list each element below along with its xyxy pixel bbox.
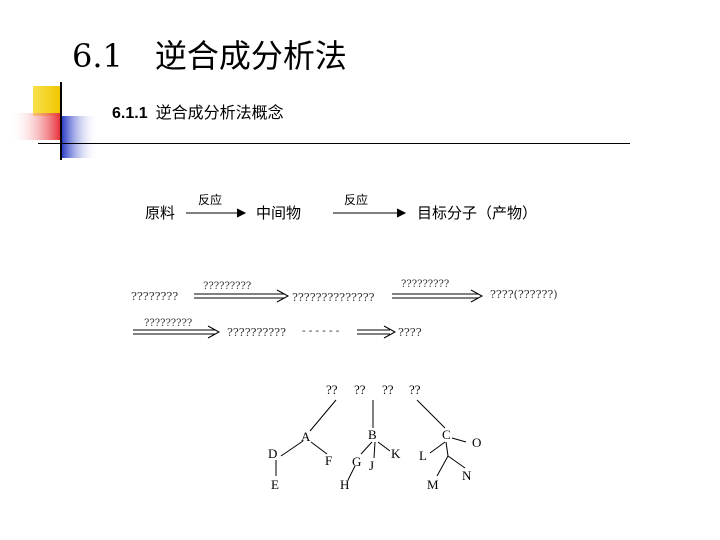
tree-node-n: N <box>462 468 472 483</box>
tree-node-k: K <box>391 446 401 461</box>
tree-node-d: D <box>268 446 278 461</box>
tree-node-e: E <box>271 477 279 492</box>
yellow-square <box>33 86 61 116</box>
slide-subtitle: 6.1.1 逆合成分析法概念 <box>112 105 284 122</box>
scheme-arrow-2 <box>333 208 407 218</box>
tree-node-h: H <box>340 477 350 492</box>
tree-node-l: L <box>419 448 427 463</box>
retro-row2-label: ????????? <box>144 318 193 329</box>
tree-top-label: ?? <box>354 382 366 397</box>
tree-node-b: B <box>368 427 377 442</box>
tree-node-m: M <box>427 477 439 492</box>
corner-decoration <box>10 82 98 160</box>
retro-row1-c: ????(??????) <box>490 288 558 301</box>
tree-edges <box>275 399 467 481</box>
retro-row1-a: ???????? <box>131 290 179 303</box>
tree-node-j: J <box>369 458 375 473</box>
scheme-end: 目标分子（产物） <box>417 204 538 222</box>
scheme-arrow-1 <box>186 208 247 218</box>
retro-row2-a: ?????????? <box>227 326 286 339</box>
retro-row2-dashes: ------ <box>302 324 343 337</box>
tree-node-c: C <box>442 427 451 442</box>
subtitle-text: 逆合成分析法概念 <box>155 103 284 122</box>
retro-row1-b: ?????????????? <box>292 291 375 304</box>
tree-node-f: F <box>325 453 333 468</box>
title-underline <box>38 143 630 144</box>
slide-title: 6.1 逆合成分析法 <box>72 37 347 75</box>
retro-double-arrow-3 <box>133 325 221 339</box>
subtitle-number: 6.1.1 <box>112 105 148 122</box>
tree-top-label: ?? <box>326 382 338 397</box>
tree-top-label: ?? <box>382 382 394 397</box>
retro-row2-b: ???? <box>398 326 422 339</box>
tree-node-a: A <box>301 429 311 444</box>
tree-top-label: ?? <box>409 382 421 397</box>
retro-double-arrow-2 <box>392 289 484 303</box>
retro-double-arrow-4 <box>357 325 397 339</box>
blue-square <box>62 116 98 158</box>
tree-node-g: G <box>352 454 362 469</box>
scheme-arrow2-label: 反应 <box>344 193 369 207</box>
retro-double-arrow-1 <box>194 289 290 303</box>
retro-row1-label1: ????????? <box>203 281 252 292</box>
tree-node-o: O <box>472 435 482 450</box>
scheme-arrow1-label: 反应 <box>198 193 223 207</box>
scheme-start: 原料 <box>145 204 176 222</box>
scheme-middle: 中间物 <box>256 204 302 222</box>
retro-row1-label2: ????????? <box>401 279 450 290</box>
red-bar <box>10 113 60 140</box>
